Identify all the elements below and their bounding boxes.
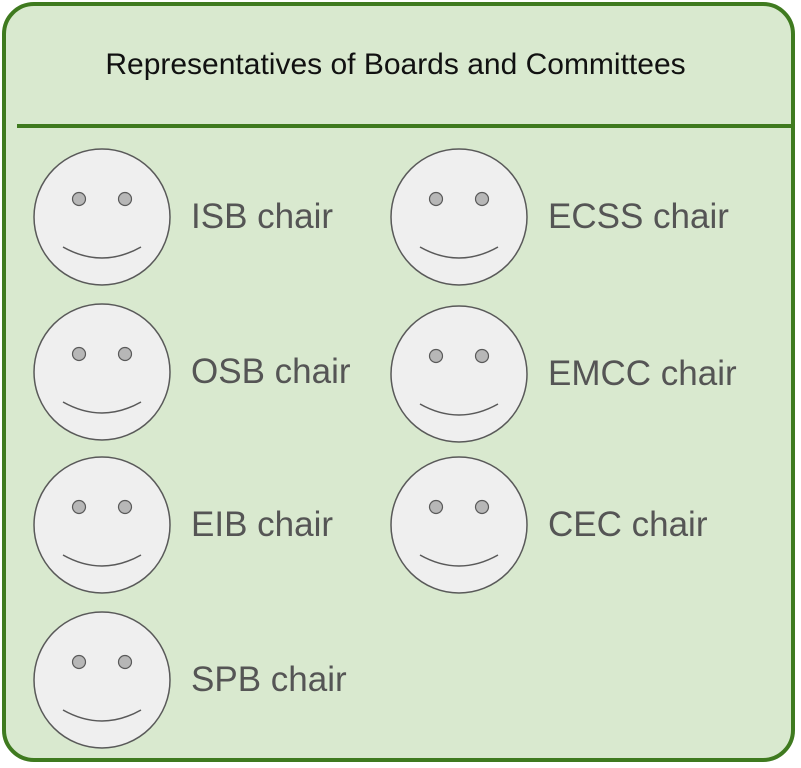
smiley-face-icon	[32, 147, 172, 287]
smiley-face-icon	[389, 147, 529, 287]
committee-panel: Representatives of Boards and Committees…	[2, 2, 795, 762]
member-isb-chair: ISB chair	[32, 147, 333, 287]
title-divider	[17, 124, 791, 128]
smiley-face-icon	[32, 610, 172, 750]
member-label: ISB chair	[191, 197, 333, 236]
smiley-face-icon	[389, 304, 529, 444]
member-label: CEC chair	[548, 505, 708, 544]
member-osb-chair: OSB chair	[32, 302, 351, 442]
member-label: SPB chair	[191, 660, 347, 699]
member-eib-chair: EIB chair	[32, 455, 333, 595]
member-emcc-chair: EMCC chair	[389, 304, 737, 444]
member-spb-chair: SPB chair	[32, 610, 347, 750]
smiley-face-icon	[32, 455, 172, 595]
smiley-face-icon	[32, 302, 172, 442]
smiley-face-icon	[389, 455, 529, 595]
member-label: EIB chair	[191, 505, 333, 544]
panel-title: Representatives of Boards and Committees	[105, 48, 686, 81]
member-label: OSB chair	[191, 352, 351, 391]
member-cec-chair: CEC chair	[389, 455, 707, 595]
member-label: ECSS chair	[548, 197, 729, 236]
member-ecss-chair: ECSS chair	[389, 147, 729, 287]
member-label: EMCC chair	[548, 354, 737, 393]
